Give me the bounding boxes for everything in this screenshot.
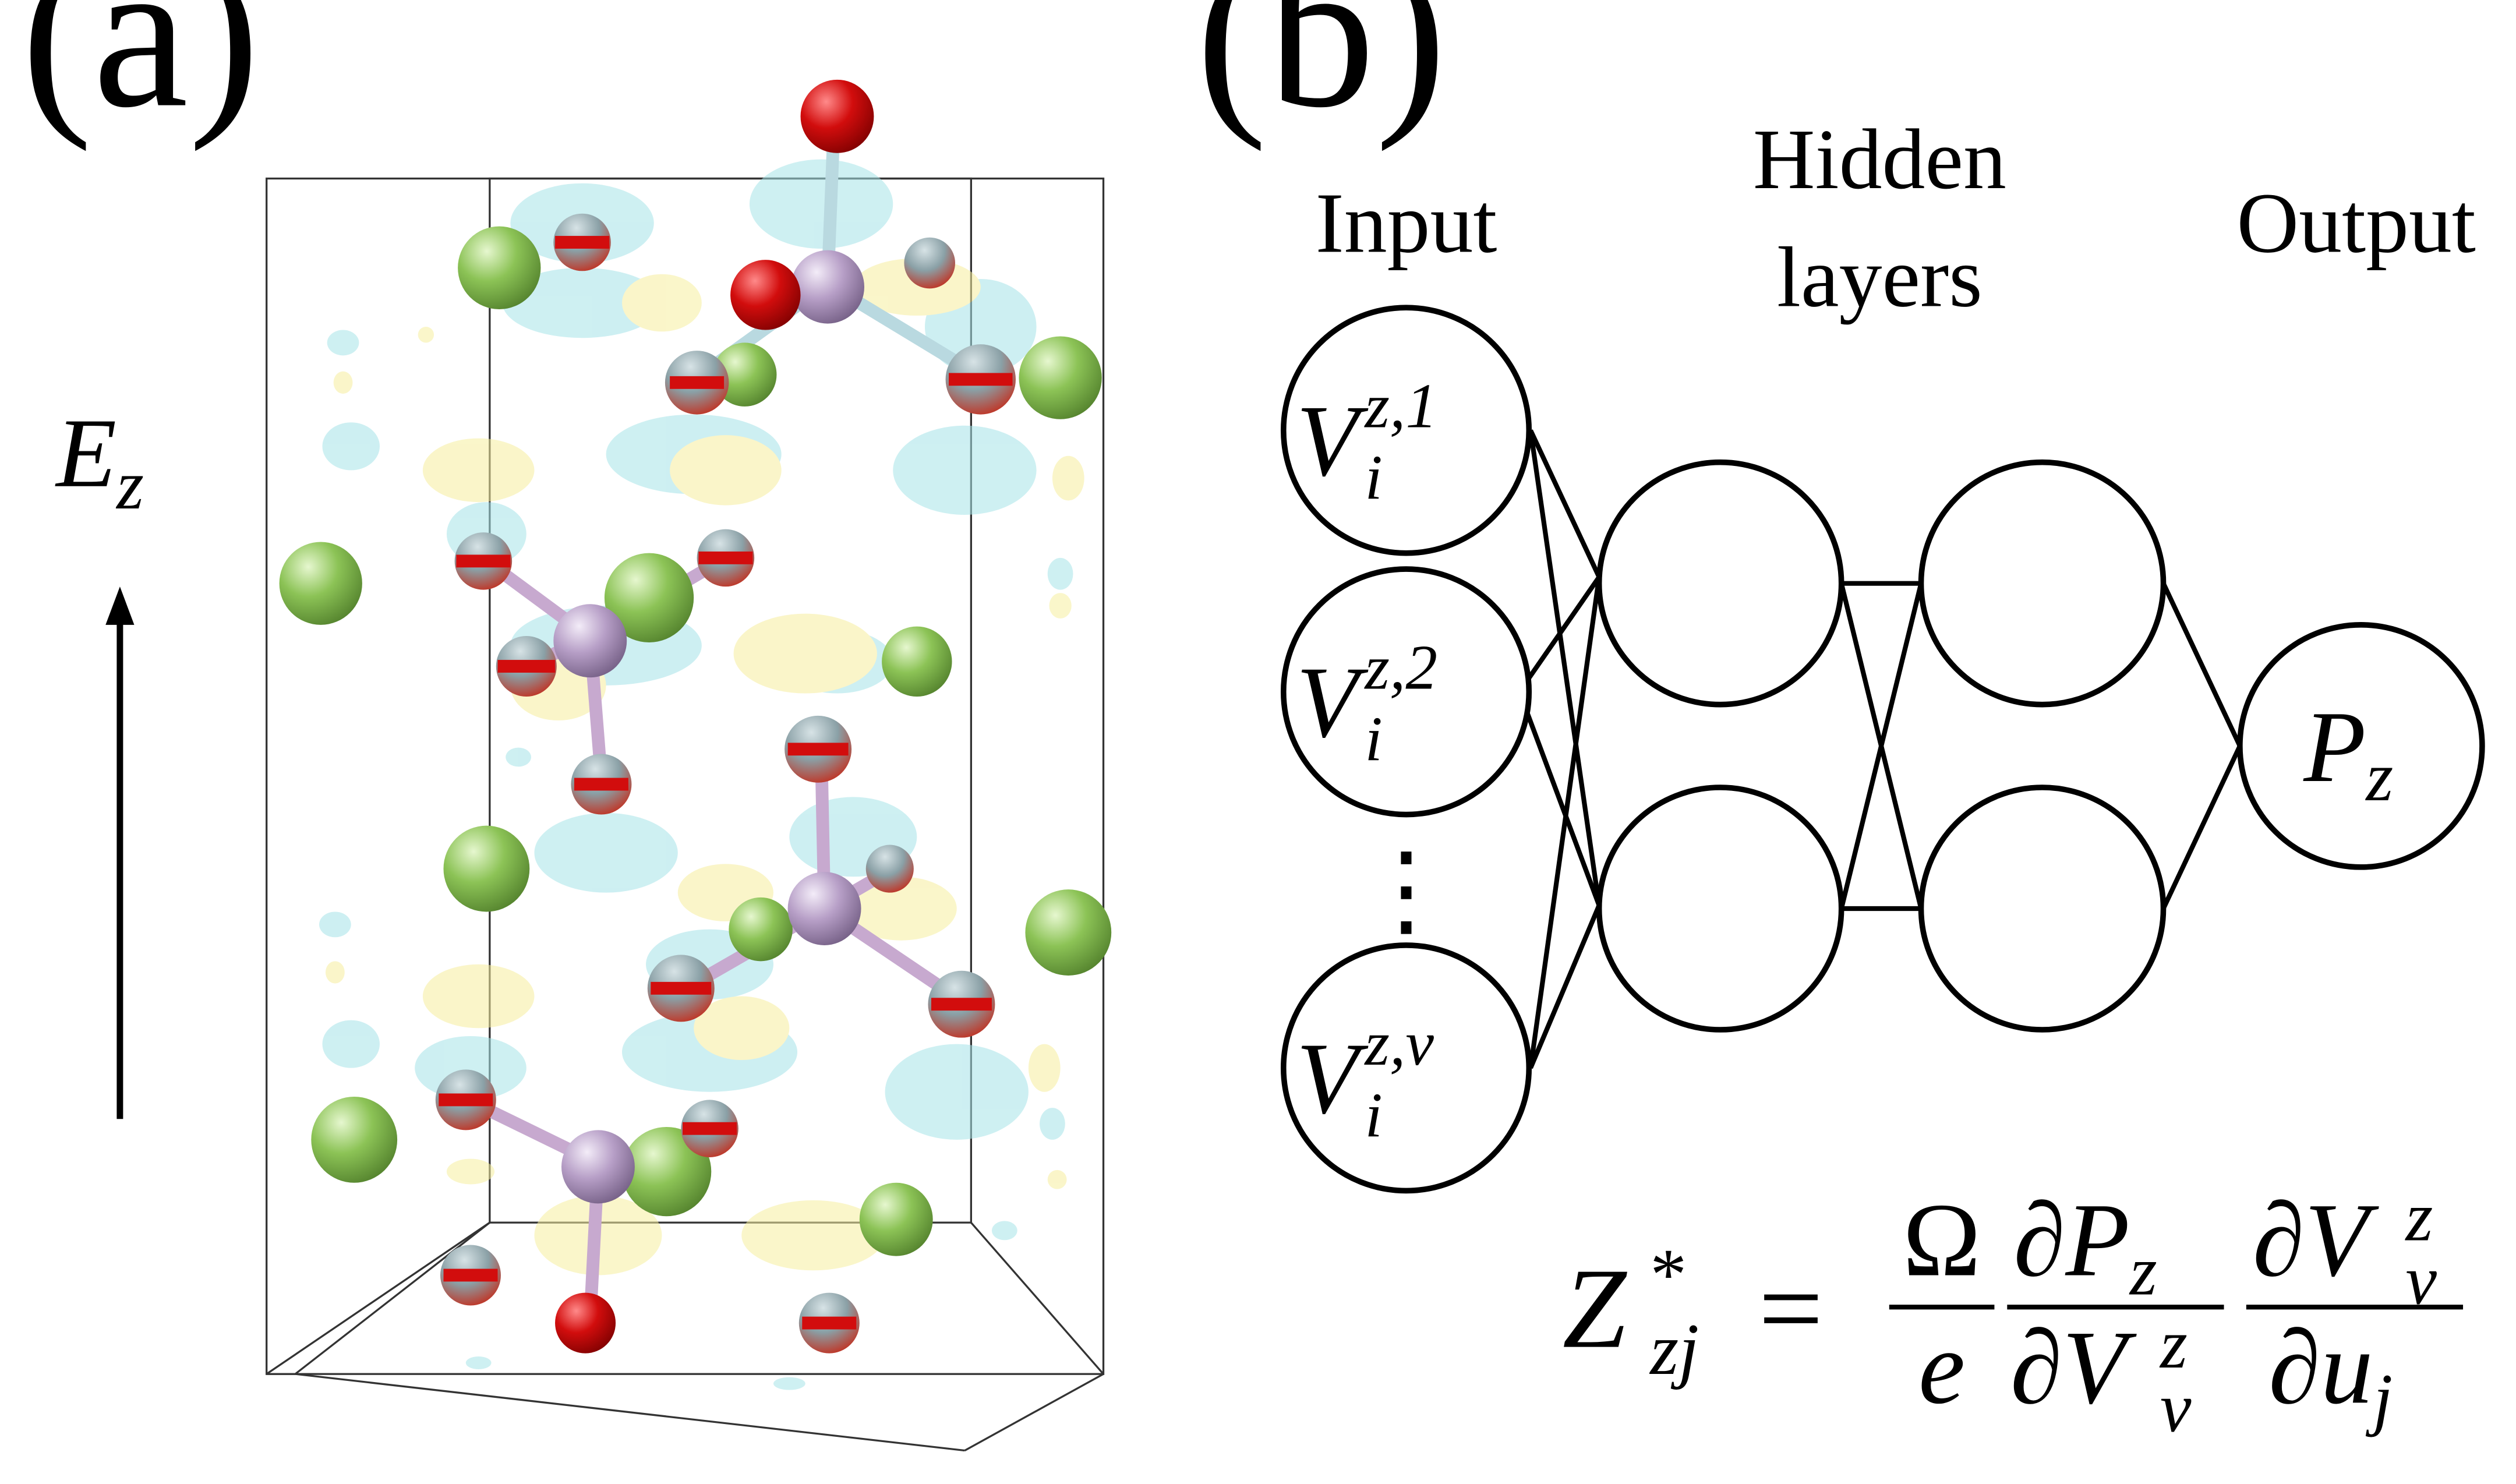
input-node-main: V: [1296, 645, 1369, 758]
oxygen-atom: [555, 1292, 616, 1354]
field-label-main: E: [55, 398, 116, 508]
eq-V-sup: z: [2405, 1178, 2433, 1256]
input-node: V z,ν i: [1281, 942, 1532, 1194]
panel-a: (a) Ez: [21, 0, 1112, 1452]
field-arrow: [105, 586, 135, 1119]
central-atom: [561, 1130, 635, 1204]
eq-equals: =: [1758, 1245, 1823, 1372]
central-atom: [553, 604, 627, 678]
eq-partial: ∂: [2253, 1182, 2305, 1298]
network-connections: [1517, 429, 2242, 1069]
eq-V-sub: ν: [2160, 1370, 2192, 1447]
hidden-node: [1596, 785, 1844, 1033]
input-node-sup: z,ν: [1363, 1008, 1434, 1079]
cation-atom: [713, 342, 777, 407]
eq-V: V: [2305, 1182, 2379, 1298]
input-node: V z,1 i: [1281, 305, 1532, 556]
oxygen-atom: [865, 845, 914, 893]
eq-V-sup: z: [2159, 1306, 2188, 1383]
eq-du-den: ∂uj: [2268, 1309, 2393, 1437]
oxygen-atom: [800, 79, 874, 153]
input-node-sub: i: [1365, 703, 1382, 774]
heading-hidden-line1: Hidden: [1753, 111, 2006, 207]
hidden-node: [1918, 785, 2167, 1033]
cation-atom: [622, 1126, 712, 1217]
eq-omega: Ω: [1903, 1182, 1981, 1298]
panel-b: (b) Input Hidden layers Output V z,1: [1196, 0, 2485, 1447]
oxygen-atom: [904, 237, 955, 289]
equation: Z * zj = Ω e ∂Pz ∂V z ν ∂V z ν: [1563, 1178, 2464, 1447]
cation-atom: [882, 626, 952, 697]
atoms: [279, 79, 1112, 1354]
panel-a-label: (a): [21, 0, 260, 152]
field-label-sub: z: [115, 447, 144, 524]
eq-V: V: [2062, 1309, 2137, 1426]
field-label: Ez: [55, 398, 144, 524]
input-node-sub: i: [1365, 442, 1382, 513]
input-node-sup: z,2: [1363, 631, 1437, 702]
input-node-symbol: V: [1296, 384, 1369, 497]
eq-partial: ∂: [2010, 1309, 2062, 1426]
hidden-nodes: [1596, 459, 2167, 1033]
heading-output: Output: [2236, 175, 2475, 270]
output-node: Pz: [2237, 622, 2485, 870]
eq-dPz-num: ∂Pz: [2013, 1182, 2157, 1310]
panel-b-label: (b): [1196, 0, 1447, 152]
equation-lhs: Z: [1563, 1245, 1628, 1372]
input-node-sup: z,1: [1363, 370, 1437, 441]
input-node-symbol: V: [1296, 645, 1369, 758]
input-node-sub: i: [1365, 1079, 1382, 1150]
central-atom: [787, 872, 861, 945]
cation-atom: [859, 1182, 933, 1256]
isosurfaces: [319, 159, 1084, 1390]
cation-atom: [1019, 336, 1102, 419]
eq-lhs-sub: zj: [1649, 1309, 1699, 1390]
cation-atom: [443, 825, 530, 912]
output-node-sub: z: [2365, 739, 2393, 816]
eq-P: P: [2065, 1182, 2130, 1298]
central-atom: [791, 250, 864, 324]
cation-atom: [458, 226, 541, 309]
hidden-node: [1596, 459, 1844, 708]
eq-dV-num: ∂V: [2253, 1182, 2379, 1298]
input-node-main: V: [1296, 1022, 1369, 1135]
input-node-symbol: V: [1296, 1022, 1369, 1135]
eq-partial: ∂: [2013, 1182, 2065, 1298]
cation-atom: [279, 542, 362, 625]
oxygen-atom: [730, 260, 801, 330]
input-ellipsis: ⋮: [1355, 833, 1457, 946]
eq-dV-den: ∂V: [2010, 1309, 2137, 1426]
eq-lhs-main: Z: [1563, 1245, 1628, 1372]
eq-lhs-sup: *: [1650, 1235, 1687, 1316]
input-node-main: V: [1296, 384, 1369, 497]
heading-hidden-line2: layers: [1777, 229, 1983, 324]
eq-partial: ∂: [2268, 1309, 2320, 1426]
eq-P-sub: z: [2129, 1232, 2157, 1310]
eq-u: u: [2320, 1309, 2373, 1426]
input-node: V z,2 i: [1281, 566, 1532, 818]
hidden-node: [1918, 459, 2167, 708]
unit-cell: [266, 177, 1105, 1452]
cation-atom: [311, 1096, 398, 1183]
heading-input: Input: [1316, 175, 1497, 270]
cation-atom: [1025, 889, 1112, 976]
cation-atom: [729, 897, 793, 962]
cation-atom: [604, 553, 694, 642]
eq-e: e: [1918, 1309, 1965, 1426]
output-node-symbol: Pz: [2303, 690, 2393, 816]
output-node-main: P: [2303, 690, 2366, 803]
